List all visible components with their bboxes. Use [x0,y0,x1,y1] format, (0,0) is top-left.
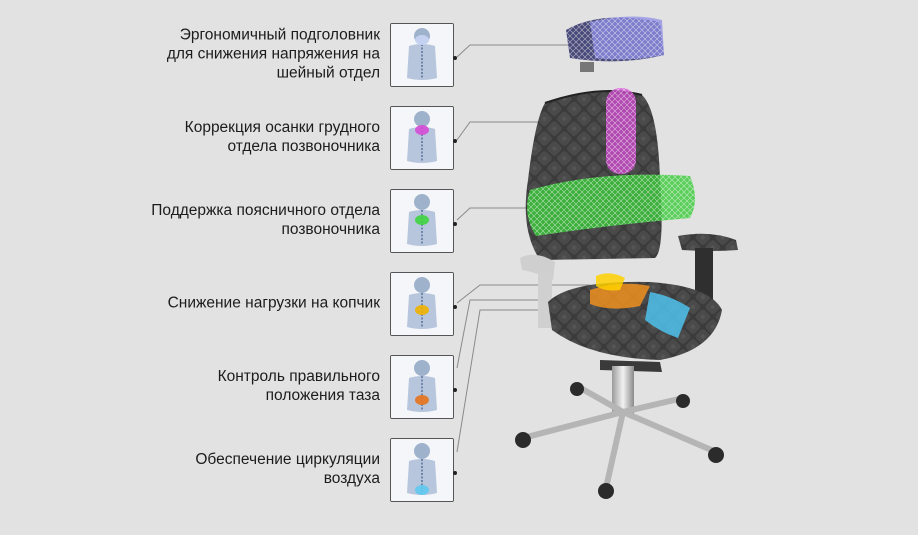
connector-dot [453,139,457,143]
lumbar-spine-xray-icon [390,189,454,253]
pelvis-xray-icon [390,355,454,419]
feature-label: Обеспечение циркуляции воздуха [195,451,380,487]
feature-item: Поддержка поясничного отдела позвоночник… [0,189,457,253]
feature-item: Контроль правильного положения таза [0,355,457,419]
feature-label: Поддержка поясничного отдела позвоночник… [151,202,380,238]
connector-dot [453,305,457,309]
feature-label: Коррекция осанки грудного отдела позвоно… [184,119,380,155]
connector-dot [453,388,457,392]
thoracic-spine-xray-icon [390,106,454,170]
neck-xray-icon [390,23,454,87]
connector-dot [453,471,457,475]
air-circulation-xray-icon [390,438,454,502]
leader-line-lumbar [456,207,540,221]
chair-base [515,366,724,499]
armrests [520,233,738,328]
feature-item: Коррекция осанки грудного отдела позвоно… [0,106,457,170]
leader-line-coccyx [456,284,590,304]
feature-label: Контроль правильного положения таза [217,368,380,404]
leader-line-headrest [456,44,570,58]
headrest [566,16,664,72]
caster [676,394,690,408]
caster [515,432,531,448]
feature-item: Обеспечение циркуляции воздуха [0,438,457,502]
feature-label: Эргономичный подголовник для снижения на… [166,26,380,82]
backrest [525,88,695,260]
feature-item: Снижение нагрузки на копчик [0,272,457,336]
connector-dot [453,56,457,60]
caster [570,382,584,396]
feature-label: Снижение нагрузки на копчик [167,294,380,312]
connector-dot [453,222,457,226]
seat [548,273,722,372]
caster [598,483,614,499]
coccyx-xray-icon [390,272,454,336]
caster [708,447,724,463]
feature-item: Эргономичный подголовник для снижения на… [0,23,457,87]
